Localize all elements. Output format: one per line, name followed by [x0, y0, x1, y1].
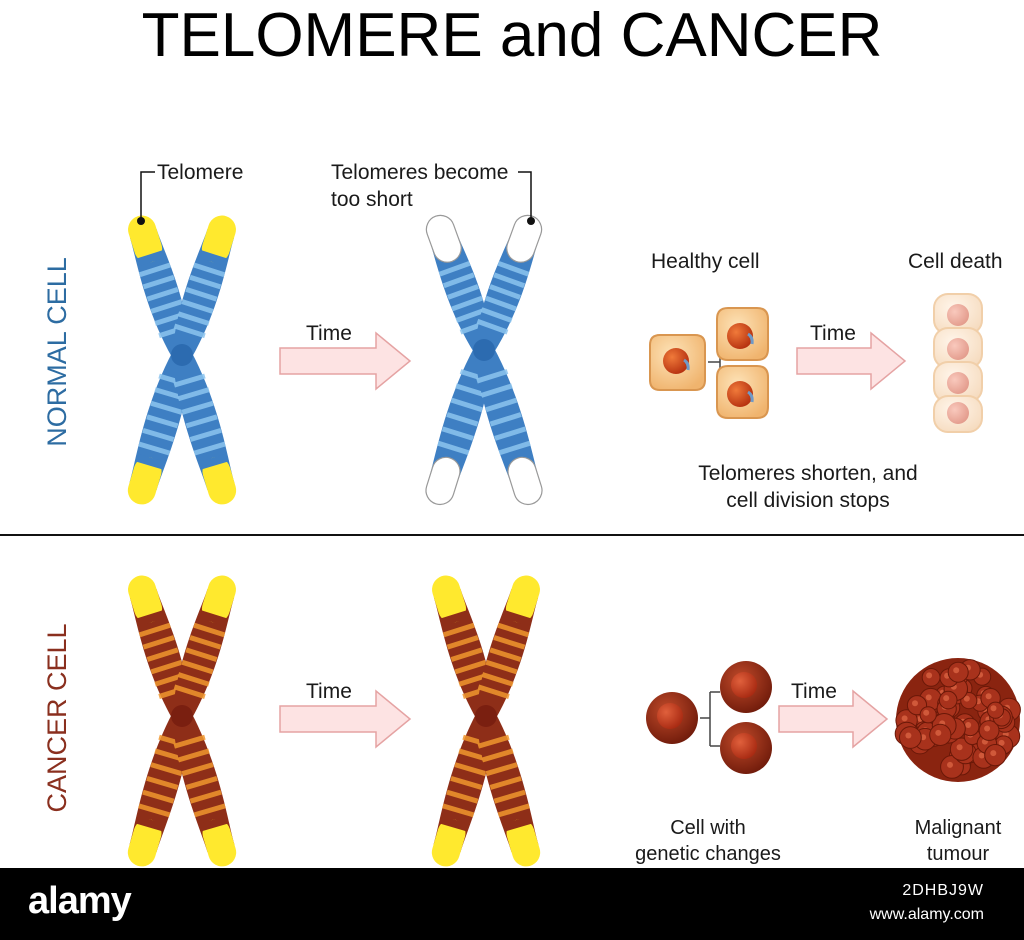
dead-cell-stack	[933, 293, 983, 433]
cancer-cell-parent	[646, 692, 698, 744]
normal-chromosome-full-telomeres	[127, 215, 237, 505]
watermark-footer: alamy 2DHBJ9W www.alamy.com	[0, 868, 1024, 940]
healthy-cell-daughter-bottom	[716, 365, 769, 419]
normal-caption-line1: Telomeres shorten, and	[698, 462, 917, 485]
short-telomere-pointer-line	[518, 171, 532, 220]
brand-logo: alamy	[28, 880, 132, 922]
page-title: TELOMERE and CANCER	[142, 1, 883, 70]
time-arrow-normal-1	[279, 331, 412, 391]
telomere-label: Telomere	[157, 161, 243, 184]
time-label-cancer-1: Time	[306, 680, 352, 703]
malignant-tumour-label-line1: Malignant	[915, 817, 1002, 839]
genetic-changes-label-line2: genetic changes	[635, 843, 781, 865]
time-arrow-cancer-2	[778, 689, 889, 749]
cancer-cell-daughter-top	[720, 661, 772, 713]
telomere-pointer-line	[140, 171, 155, 220]
cell-death-label: Cell death	[908, 250, 1003, 273]
cancer-cell-daughter-bottom	[720, 722, 772, 774]
cancer-chromosome-2	[431, 575, 541, 867]
site-url: www.alamy.com	[869, 906, 984, 923]
malignant-tumour-cluster	[894, 658, 1021, 782]
telomere-pointer-dot	[137, 217, 145, 225]
time-label-cancer-2: Time	[791, 680, 837, 703]
cancer-chromosome-1	[127, 575, 237, 867]
time-arrow-normal-2	[796, 331, 907, 391]
normal-chromosome-short-telomeres	[425, 214, 543, 506]
healthy-cell-label: Healthy cell	[651, 250, 760, 273]
cancer-cell-side-label: CANCER CELL	[42, 623, 72, 812]
normal-cell-side-label: NORMAL CELL	[42, 257, 72, 447]
diagram-canvas: TELOMERE and CANCER NORMAL CELL CANCER C…	[0, 1, 1024, 867]
normal-caption-line2: cell division stops	[726, 489, 889, 512]
genetic-changes-label-line1: Cell with	[670, 817, 746, 839]
short-telomere-pointer-dot	[527, 217, 535, 225]
telomeres-short-label-line2: too short	[331, 188, 413, 211]
healthy-cell-parent	[649, 334, 706, 391]
time-label-normal-2: Time	[810, 322, 856, 345]
malignant-tumour-label-line2: tumour	[927, 843, 990, 865]
time-label-normal-1: Time	[306, 322, 352, 345]
healthy-cell-daughter-top	[716, 307, 769, 361]
image-id: 2DHBJ9W	[902, 882, 984, 899]
time-arrow-cancer-1	[279, 689, 412, 749]
telomeres-short-label-line1: Telomeres become	[331, 161, 508, 184]
